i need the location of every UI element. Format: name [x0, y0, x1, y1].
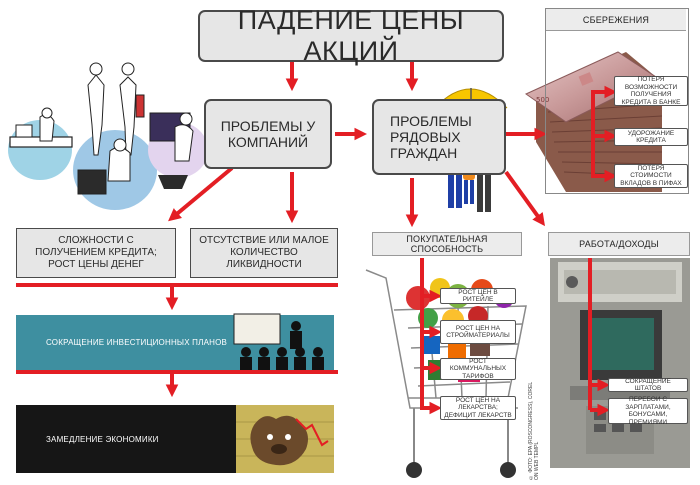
purchasing-item-retail: РОСТ ЦЕН В РИТЕЙЛЕ	[440, 288, 516, 304]
purchasing-item-building: РОСТ ЦЕН НА СТРОЙМАТЕРИАЛЫ	[440, 320, 516, 344]
companies-problems-box: ПРОБЛЕМЫ У КОМПАНИЙ	[204, 99, 332, 169]
office-workers-illustration	[8, 62, 208, 210]
savings-item-credit-cost: УДОРОЖАНИЕ КРЕДИТА	[614, 128, 688, 146]
savings-panel: СБЕРЕЖЕНИЯ	[545, 8, 689, 194]
slowdown-label: ЗАМЕДЛЕНИЕ ЭКОНОМИКИ	[46, 434, 159, 444]
svg-text:500: 500	[536, 96, 549, 104]
savings-item-deposits-loss: ПОТЕРЯ СТОИМОСТИ ВКЛАДОВ В ПИФАХ	[614, 164, 688, 188]
photo-credit: © ФОТО: EPA (ROSCONGRESS), COREL ON WEB …	[528, 382, 540, 480]
purchasing-item-medicine: РОСТ ЦЕН НА ЛЕКАРСТВА; ДЕФИЦИТ ЛЕКАРСТВ	[440, 396, 516, 420]
work-item-layoffs: СОКРАЩЕНИЕ ШТАТОВ	[608, 378, 688, 392]
work-item-salary-delays: ПЕРЕБОИ С ЗАРПЛАТАМИ, БОНУСАМИ, ПРЕМИЯМИ	[608, 396, 688, 426]
purchasing-header: ПОКУПАТЕЛЬНАЯ СПОСОБНОСТЬ	[372, 232, 522, 256]
work-header: РАБОТА/ДОХОДЫ	[548, 232, 690, 256]
savings-item-credit-access: ПОТЕРЯ ВОЗМОЖНОСТИ ПОЛУЧЕНИЯ КРЕДИТА В Б…	[614, 76, 688, 106]
investment-cut-label: СОКРАЩЕНИЕ ИНВЕСТИЦИОННЫХ ПЛАНОВ	[46, 338, 228, 347]
purchasing-item-utilities: РОСТ КОММУНАЛЬНЫХ ТАРИФОВ	[440, 358, 516, 380]
title-box: ПАДЕНИЕ ЦЕНЫ АКЦИЙ	[198, 5, 504, 66]
savings-header: СБЕРЕЖЕНИЯ	[546, 9, 686, 31]
citizens-problems-box: ПРОБЛЕМЫ РЯДОВЫХ ГРАЖДАН	[372, 99, 506, 175]
liquidity-box: ОТСУТСТВИЕ ИЛИ МАЛОЕ КОЛИЧЕСТВО ЛИКВИДНО…	[190, 228, 338, 278]
presentation-audience-illustration	[233, 313, 324, 370]
credit-difficulty-box: СЛОЖНОСТИ С ПОЛУЧЕНИЕМ КРЕДИТА; РОСТ ЦЕН…	[16, 228, 176, 278]
bear-market-illustration	[236, 405, 334, 473]
atm-illustration	[550, 258, 690, 468]
